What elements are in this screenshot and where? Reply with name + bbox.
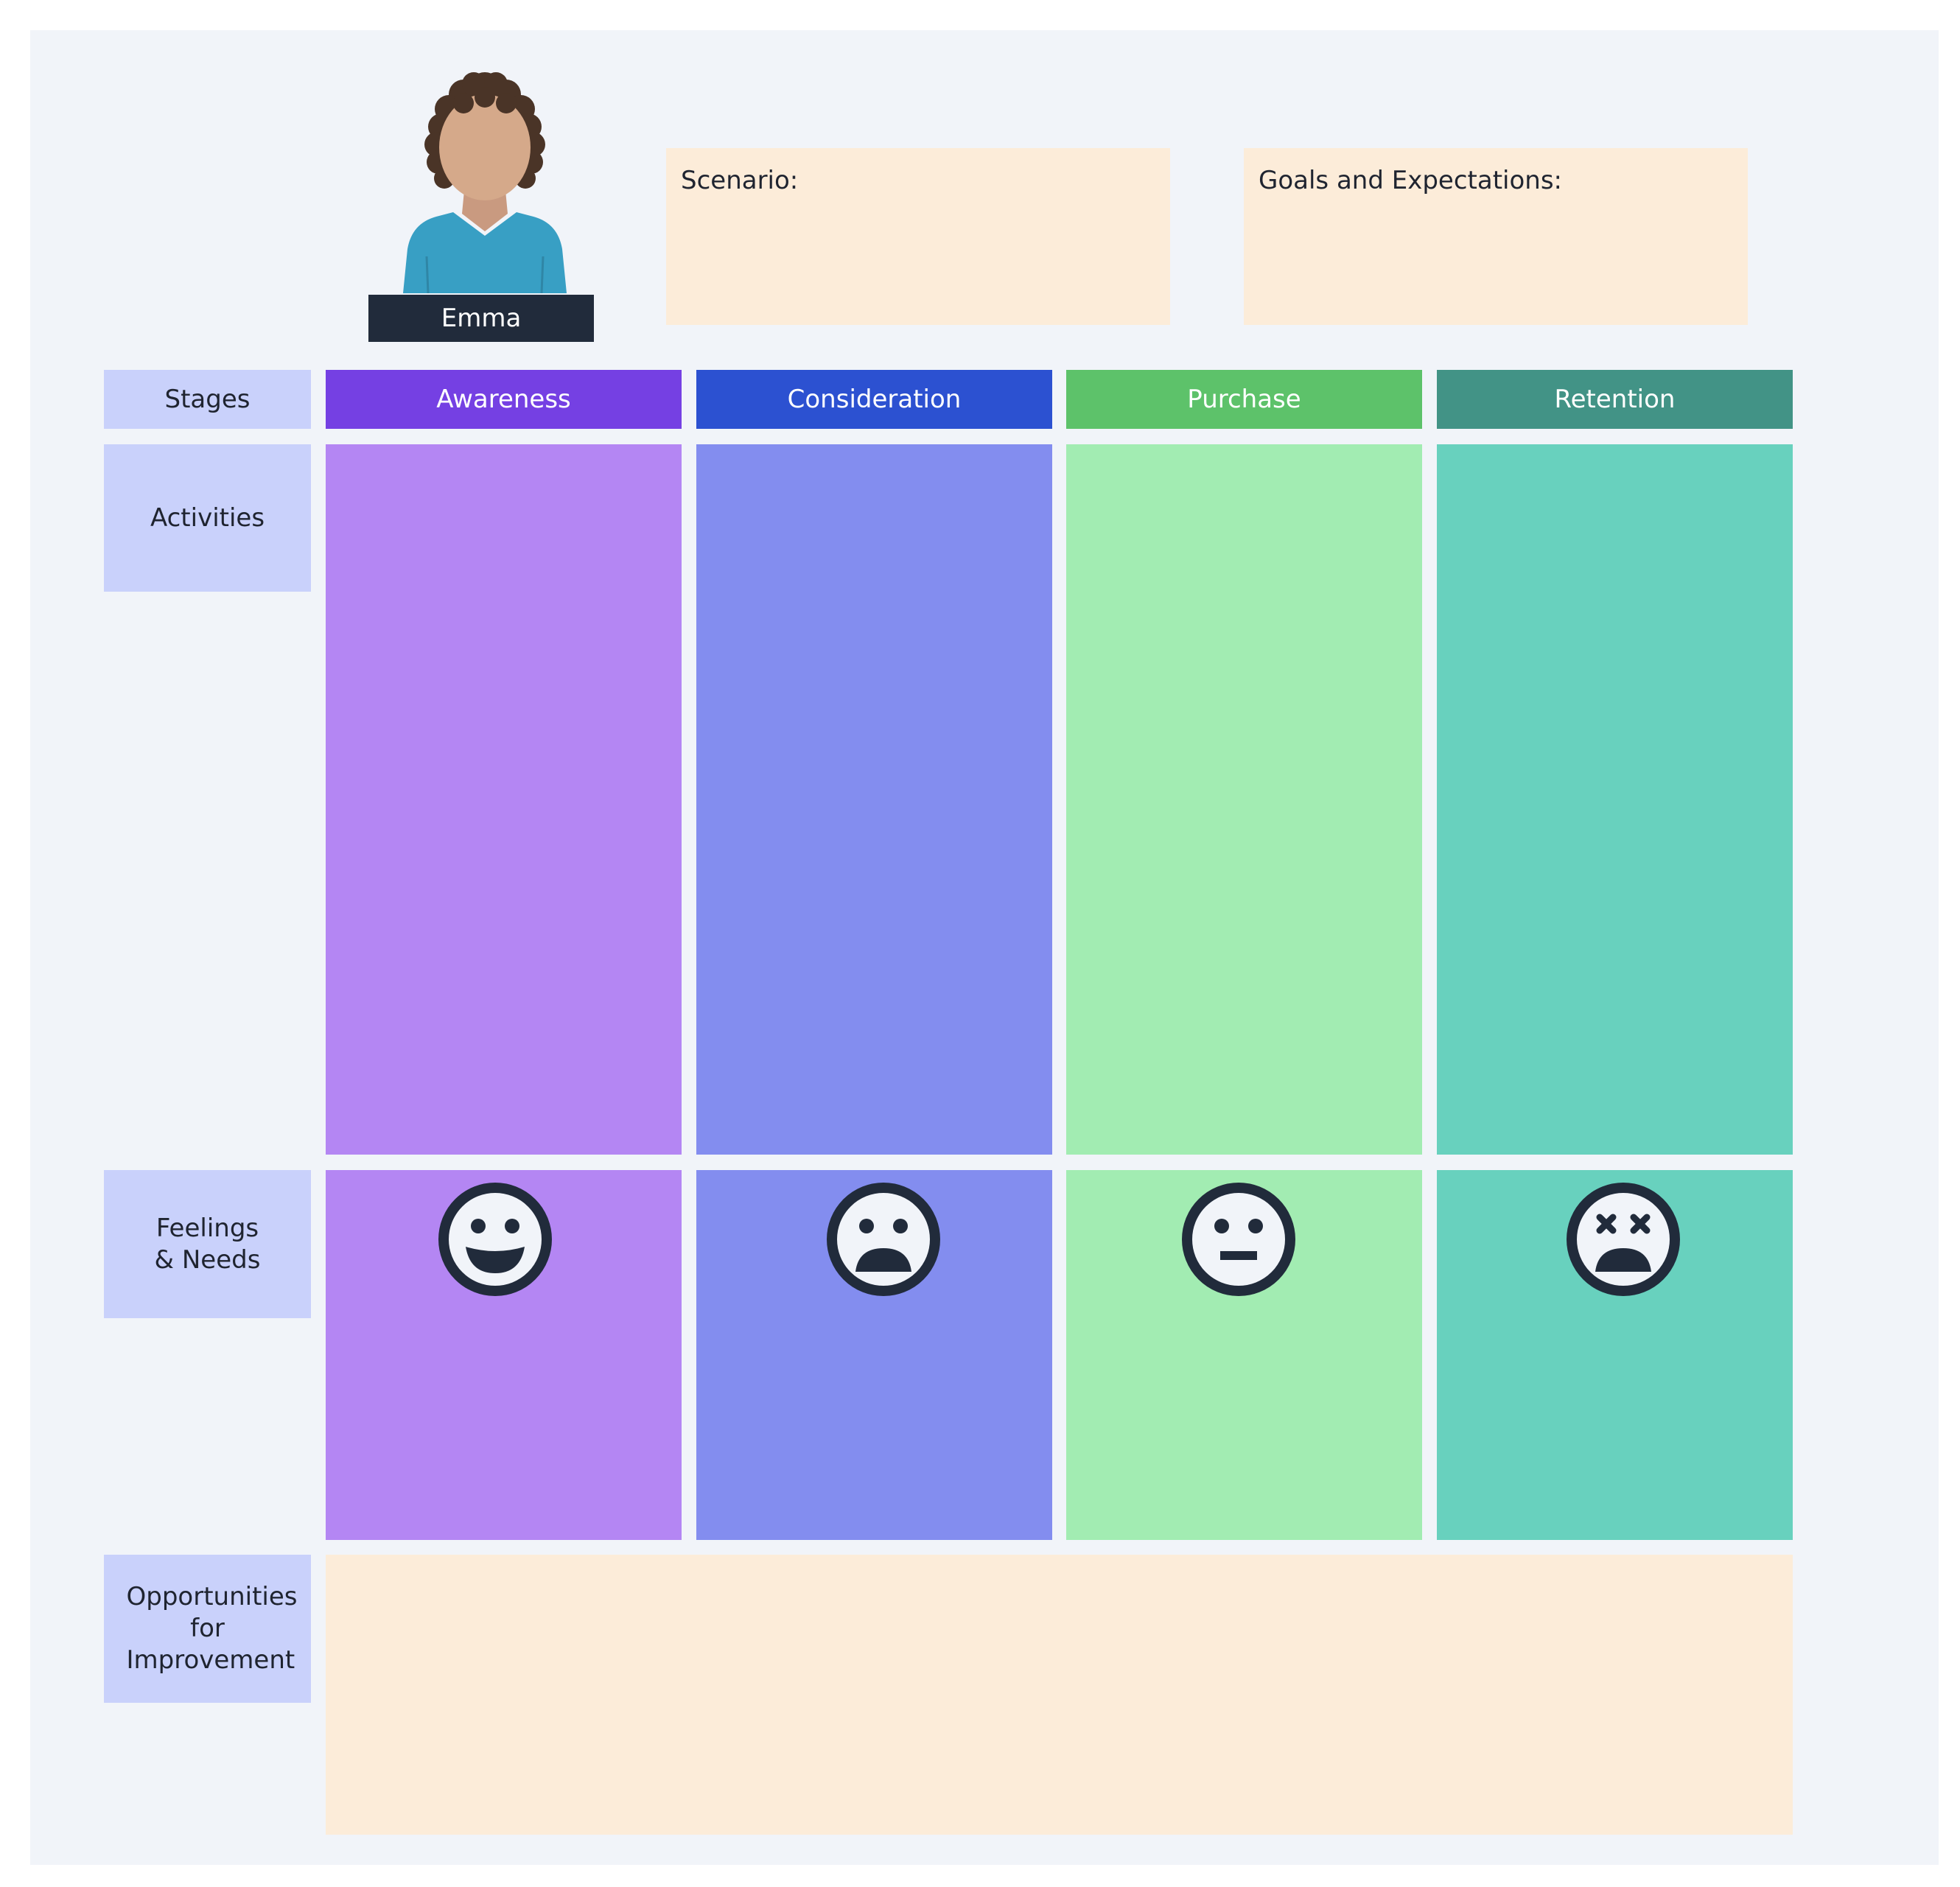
row-label-feelings-text: Feelings & Needs <box>154 1213 261 1275</box>
activity-cell-purchase[interactable] <box>1066 444 1422 1155</box>
row-label-opportunities-text: Opportunities for Improvement <box>126 1582 298 1675</box>
feeling-cell-purchase[interactable] <box>1066 1170 1422 1540</box>
goals-label: Goals and Expectations: <box>1259 166 1562 195</box>
row-label-stages: Stages <box>104 370 311 429</box>
stage-header-awareness: Awareness <box>326 370 682 429</box>
feeling-cell-consideration[interactable] <box>696 1170 1052 1540</box>
row-label-activities: Activities <box>104 444 311 592</box>
activity-cell-consideration[interactable] <box>696 444 1052 1155</box>
dizzy-face-icon <box>1567 1183 1680 1296</box>
stage-header-consideration: Consideration <box>696 370 1052 429</box>
happy-face-icon <box>438 1183 552 1296</box>
persona-name-tag: Emma <box>368 295 594 342</box>
opportunities-cell[interactable] <box>326 1555 1793 1835</box>
stage-header-purchase: Purchase <box>1066 370 1422 429</box>
feeling-cell-retention[interactable] <box>1437 1170 1793 1540</box>
goals-box[interactable]: Goals and Expectations: <box>1244 148 1748 325</box>
row-label-feelings: Feelings & Needs <box>104 1170 311 1318</box>
row-label-opportunities: Opportunities for Improvement <box>104 1555 311 1703</box>
scenario-label: Scenario: <box>681 166 799 195</box>
neutral-face-icon <box>1182 1183 1295 1296</box>
stage-header-retention: Retention <box>1437 370 1793 429</box>
feeling-cell-awareness[interactable] <box>326 1170 682 1540</box>
scenario-box[interactable]: Scenario: <box>666 148 1170 325</box>
sad-face-icon <box>827 1183 940 1296</box>
activity-cell-retention[interactable] <box>1437 444 1793 1155</box>
activity-cell-awareness[interactable] <box>326 444 682 1155</box>
woman-avatar-icon <box>403 72 567 294</box>
